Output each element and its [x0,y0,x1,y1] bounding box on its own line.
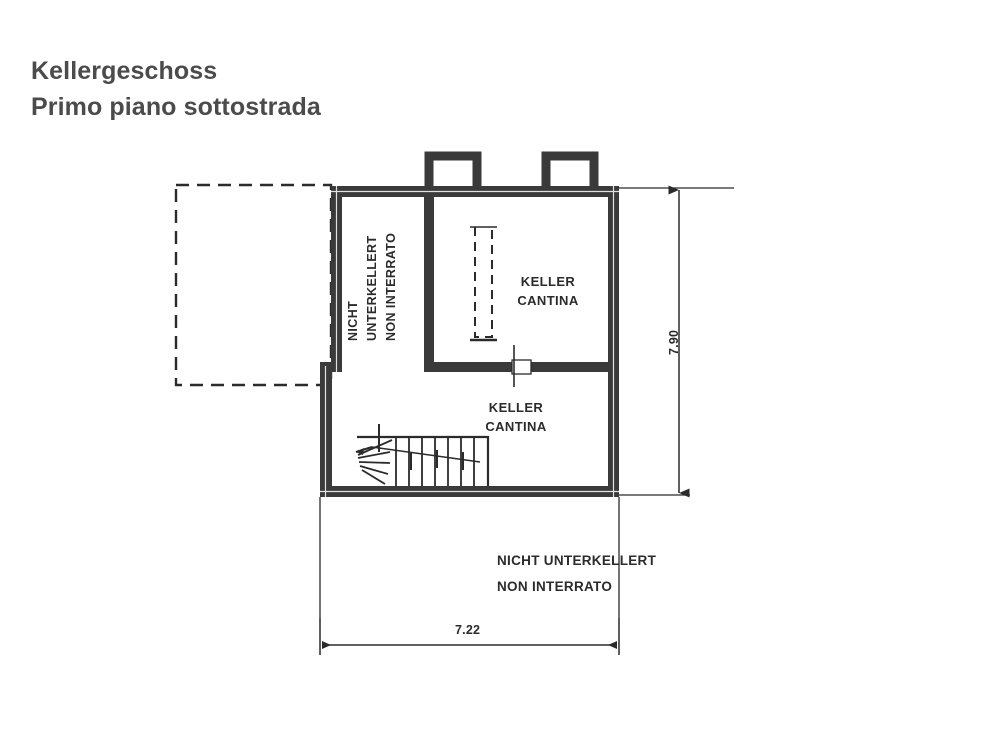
wall-hatch-lines [320,186,619,497]
light-well-right [541,151,599,186]
title-german: Kellergeschoss [31,57,218,85]
door-opening-middle [511,345,532,387]
page-title: Kellergeschoss Primo piano sottostrada [31,53,651,125]
note-not-basemented-bottom-de: NICHT UNTERKELLERT [497,553,657,568]
note-not-basemented-bottom: NICHT UNTERKELLERT NON INTERRATO [497,548,656,600]
room-label-cellar-upper-it: CANTINA [517,293,579,308]
room-label-cellar-lower-de: KELLER [488,400,544,415]
overhead-dashed-feature [470,226,497,342]
note-not-basemented-bottom-it: NON INTERRATO [497,579,613,594]
staircase [355,424,490,486]
note-not-basemented-vertical-de: NICHT [346,300,360,341]
dimension-height [619,185,734,498]
room-label-cellar-lower-it: CANTINA [485,419,547,434]
title-italian: Primo piano sottostrada [31,93,321,121]
dimension-width [319,618,620,655]
dashed-outline-left [174,183,333,387]
room-label-cellar-upper-de: KELLER [520,274,576,289]
dimension-height-label: 7.90 [667,329,681,355]
note-not-basemented-vertical-de2: UNTERKELLERT [365,235,379,342]
light-well-left [424,151,482,186]
room-label-cellar-lower: KELLER CANTINA [473,398,559,436]
room-label-cellar-upper: KELLER CANTINA [505,272,591,310]
dimension-width-label: 7.22 [455,623,481,637]
note-not-basemented-vertical-it: NON INTERRATO [384,232,398,341]
